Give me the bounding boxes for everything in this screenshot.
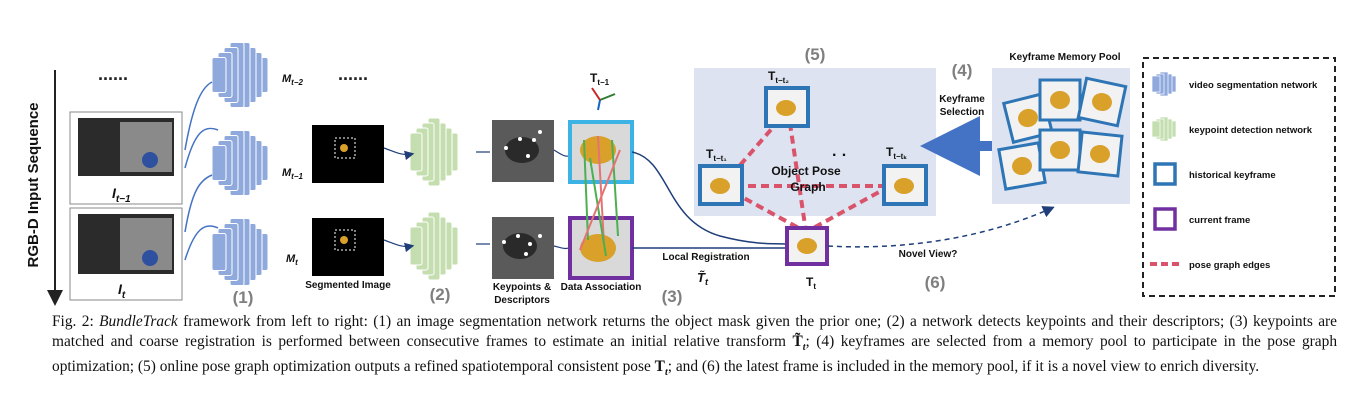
keypoint-network-prev (409, 117, 459, 187)
legend-label: historical keyframe (1189, 170, 1276, 181)
keyframe-selection-label-1: Keyframe (939, 94, 985, 105)
segmentation-network-t1 (211, 130, 269, 196)
keypoint-networks (409, 117, 459, 281)
blue-square-icon (1153, 162, 1177, 186)
connector (631, 151, 789, 245)
memory-pool-keyframe (997, 141, 1047, 191)
side-label: RGB-D Input Sequence (25, 102, 42, 267)
keyframe-selection-label-2: Selection (940, 107, 984, 118)
legend-label: current frame (1189, 215, 1250, 226)
memory-pool-keyframe (1038, 78, 1082, 122)
node-t2-label: Tt−t₂ (768, 69, 789, 85)
current-frame-node (785, 226, 829, 266)
node-tk-label: Tt−tₖ (886, 145, 907, 161)
connector (184, 127, 219, 169)
novel-view-label: Novel View? (899, 249, 958, 260)
keypoints-label-2: Descriptors (494, 295, 550, 306)
caption-name: BundleTrack (99, 313, 178, 330)
legend-label: video segmentation network (1189, 80, 1318, 91)
keyframe-node-t2 (764, 86, 810, 128)
purple-square-icon (1153, 207, 1177, 231)
legend-label: pose graph edges (1189, 260, 1270, 271)
memory-pool-keyframe (1076, 130, 1124, 178)
segmented-image-label: Segmented Image (305, 280, 391, 291)
graph-label-1: Object Pose (771, 164, 841, 178)
connector (184, 225, 219, 261)
figure-caption: Fig. 2: BundleTrack framework from left … (52, 312, 1337, 383)
segmentation-network-t (211, 218, 269, 286)
legend-item: current frame (1153, 207, 1250, 231)
caption-symbol-1: T̃t (792, 332, 806, 353)
step-4-label: (4) (952, 61, 973, 80)
step-6-label: (6) (925, 273, 946, 292)
keypoint-network-curr (409, 211, 459, 281)
legend-item: video segmentation network (1151, 71, 1318, 97)
ellipsis-middle: ...... (338, 64, 368, 84)
pose-t-label: Tt (806, 275, 816, 291)
axes-icon (591, 87, 616, 111)
connector (184, 81, 213, 151)
graph-label-2: Graph (790, 180, 825, 194)
svg-text:It: It (118, 281, 126, 301)
memory-pool-frames (997, 76, 1128, 191)
novel-view-arrow (827, 206, 1055, 248)
input-frame-curr: It (69, 207, 183, 301)
blue-network-icon (1151, 71, 1177, 97)
legend-item: keypoint detection network (1151, 116, 1313, 142)
caption-body-2: ; (4) keyframes are selected from a memo… (52, 332, 1338, 376)
graph-ellipsis: · · (832, 147, 847, 164)
legend-item: pose graph edges (1150, 260, 1270, 271)
mask-label-t2: Mt−2 (282, 73, 304, 87)
legend-label: keypoint detection network (1189, 125, 1313, 136)
caption-symbol-2: Tt (654, 358, 668, 379)
local-registration-symbol: T̃t (697, 270, 709, 287)
step-5-label: (5) (805, 45, 826, 64)
step-1-label: (1) (233, 288, 254, 307)
caption-prefix: Fig. 2: (52, 313, 100, 330)
ellipsis-left: ...... (98, 64, 128, 84)
pose-prev-label: Tt−1 (590, 71, 610, 87)
caption-body-3: ; and (6) the latest frame is included i… (667, 358, 1260, 376)
step-3-label: (3) (662, 287, 683, 306)
memory-pool-label: Keyframe Memory Pool (1009, 52, 1120, 63)
segmentation-network-t2 (211, 42, 269, 108)
keyframe-node-t1 (698, 164, 744, 206)
green-network-icon (1151, 116, 1177, 142)
local-registration-label: Local Registration (662, 252, 749, 263)
data-association-label: Data Association (561, 282, 642, 293)
mask-label-t1: Mt−1 (282, 167, 304, 181)
node-t1-label: Tt−t₁ (706, 147, 727, 163)
caption-body-1: framework from left to right: (1) an ima… (52, 313, 1337, 350)
segmented-image-curr (312, 218, 384, 276)
step-2-label: (2) (430, 285, 451, 304)
legend: video segmentation network keypoint detec… (1150, 71, 1318, 271)
keypoints-label-1: Keypoints & (493, 282, 551, 293)
memory-pool-keyframe (1076, 76, 1128, 128)
bundletrack-diagram: RGB-D Input Sequence ...... ...... It−1 … (25, 42, 1336, 307)
mask-label-t: Mt (286, 253, 298, 267)
connector (184, 174, 213, 233)
connector (383, 147, 415, 161)
keyframe-node-tk (882, 164, 928, 206)
input-frame-prev: It−1 (69, 111, 183, 205)
memory-pool-keyframe (1038, 128, 1082, 172)
keypoints-image-curr (492, 217, 554, 279)
svg-text:It−1: It−1 (112, 185, 131, 205)
match-lines (579, 135, 621, 257)
legend-item: historical keyframe (1153, 162, 1276, 186)
connector (383, 239, 415, 253)
keypoints-image-prev (492, 120, 554, 182)
segmented-image-prev (312, 125, 384, 183)
segmentation-networks (211, 42, 269, 286)
